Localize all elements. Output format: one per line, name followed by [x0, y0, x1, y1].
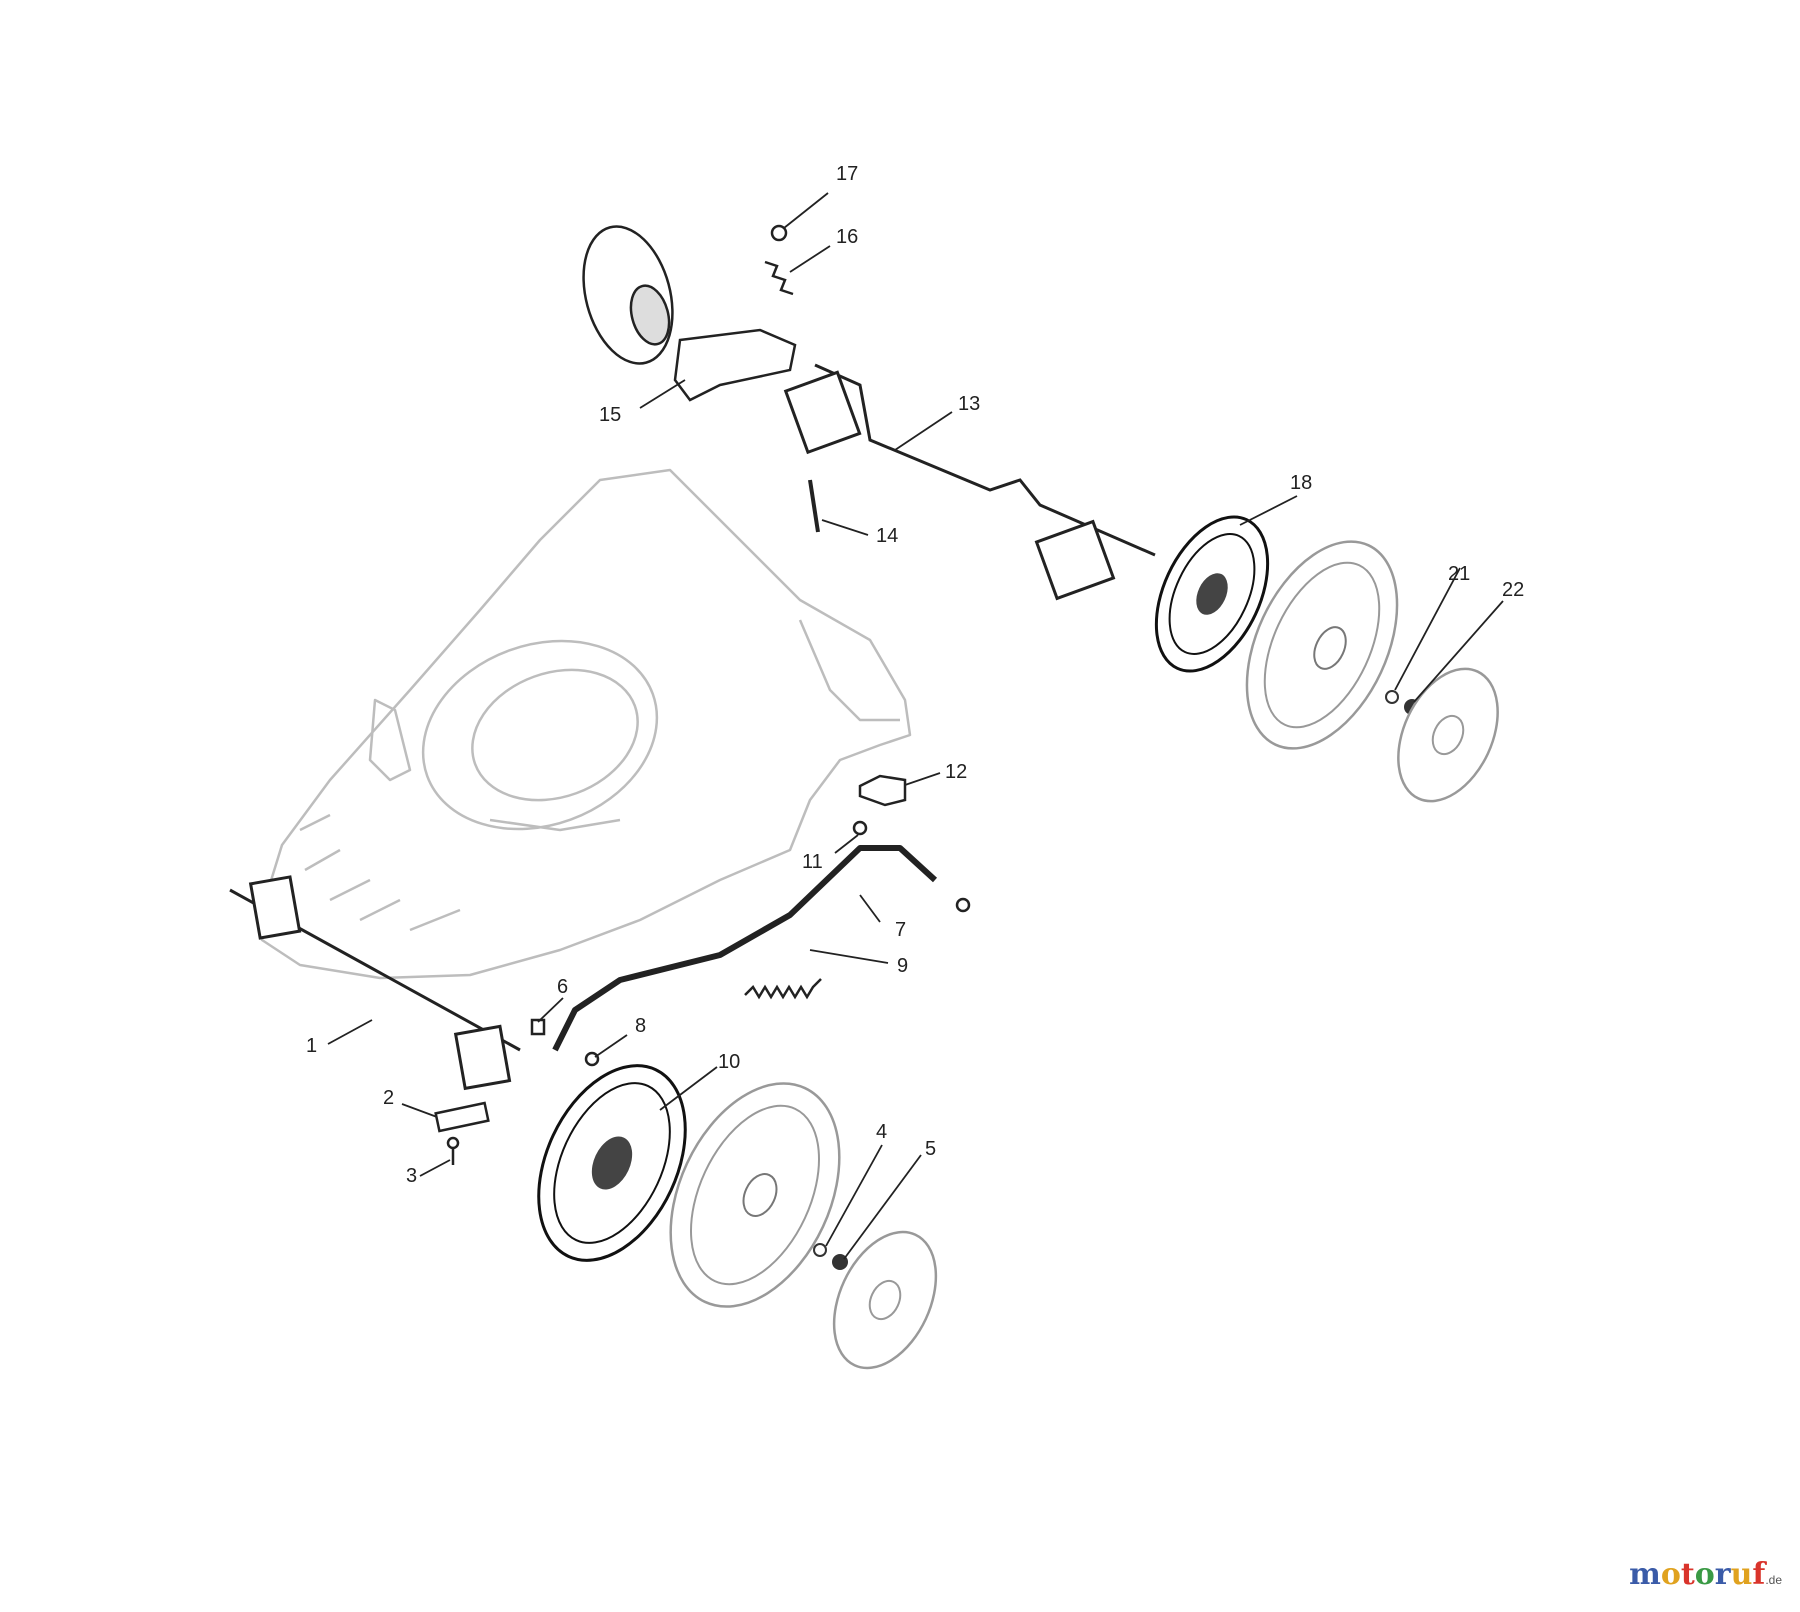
screw-part — [446, 1136, 460, 1165]
callout-1: 1 — [306, 1035, 317, 1057]
callout-22: 22 — [1502, 579, 1524, 601]
rear-wheel-group — [1154, 515, 1499, 803]
callout-16: 16 — [836, 226, 858, 248]
callout-3: 3 — [406, 1165, 417, 1187]
brand-letter: u — [1730, 1557, 1753, 1592]
callout-18: 18 — [1290, 472, 1312, 494]
brand-letter: f — [1752, 1557, 1766, 1592]
small-fasteners — [530, 820, 971, 1067]
callout-11: 11 — [802, 851, 823, 873]
brand-letter: t — [1680, 1557, 1695, 1592]
brand-letter: o — [1694, 1557, 1715, 1592]
callout-8: 8 — [635, 1015, 646, 1037]
callout-14: 14 — [876, 525, 898, 547]
callout-12: 12 — [945, 761, 967, 783]
spring-part — [744, 978, 822, 1000]
callout-17: 17 — [836, 163, 858, 185]
front-wheel-group — [537, 1064, 938, 1370]
pin-part — [808, 479, 820, 533]
callout-13: 13 — [958, 393, 980, 415]
brand-letter: r — [1714, 1557, 1731, 1592]
mower-deck — [260, 468, 912, 980]
clip-part — [858, 774, 907, 807]
callout-2: 2 — [383, 1087, 394, 1109]
callout-15: 15 — [599, 404, 621, 426]
rear-axle — [783, 363, 1156, 601]
adjuster-assembly — [582, 224, 797, 402]
callout-21: 21 — [1448, 563, 1470, 585]
height-lever — [552, 845, 938, 1052]
brand-suffix: .de — [1765, 1573, 1782, 1587]
callout-10: 10 — [718, 1051, 740, 1073]
brand-letter: o — [1660, 1557, 1681, 1592]
callout-6: 6 — [557, 976, 568, 998]
bracket-part — [434, 1101, 490, 1133]
callout-9: 9 — [897, 955, 908, 977]
leader-lines — [327, 192, 1504, 1260]
callout-4: 4 — [876, 1121, 887, 1143]
brand-letter: m — [1629, 1557, 1661, 1592]
brand-logo: motoruf.de — [1629, 1557, 1782, 1592]
callout-7: 7 — [895, 919, 906, 941]
front-axle — [229, 875, 521, 1091]
callout-5: 5 — [925, 1138, 936, 1160]
